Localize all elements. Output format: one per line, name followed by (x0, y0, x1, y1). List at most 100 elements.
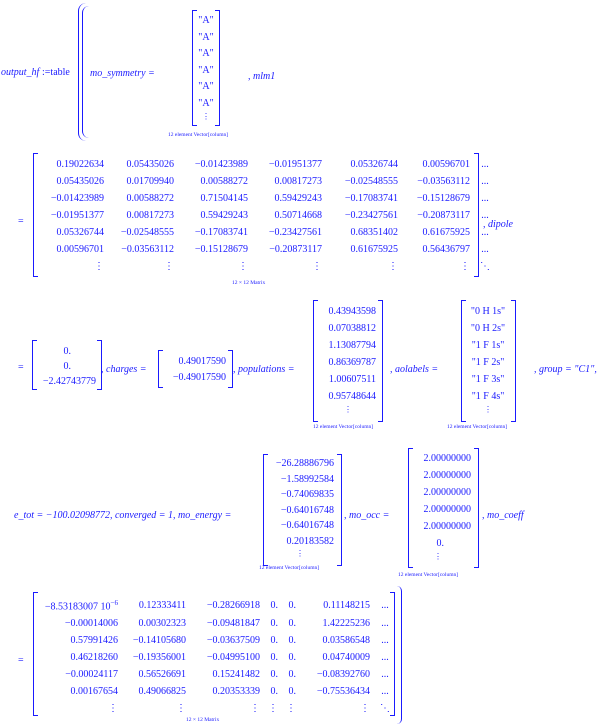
matrix-cell: −0.03563112 (417, 176, 470, 187)
matrix-cell: ⋮ (250, 703, 260, 715)
after-symmetry: , mlm1 (248, 71, 276, 82)
matrix-cell: 0. (288, 635, 297, 647)
matrix-cell: 0.59429243 (200, 210, 249, 221)
matrix-cell: ⋱ (480, 261, 490, 272)
aolabels-entries: "0 H 1s" "0 H 2s" "1 F 1s" "1 F 2s" "1 F… (465, 303, 511, 415)
populations-caption: 12 element Vector[column] (313, 424, 374, 430)
matrix-cell: −0.02548555 (344, 176, 398, 187)
matrix-cell: ... (381, 635, 389, 647)
matrix2-caption: 12 × 12 Matrix (186, 717, 220, 723)
matrix-cell: 0.00588272 (126, 193, 175, 204)
dipole-entry: 0. (63, 346, 72, 357)
matrix-cell: 0. (270, 652, 279, 664)
matrix-cell: −0.20873117 (417, 210, 470, 221)
matrix-cell: ⋱ (380, 703, 390, 715)
line4-after: , mo_coeff (482, 510, 524, 521)
assign-table: :=table (42, 67, 70, 78)
charges-bracket-left (158, 350, 163, 388)
matrix-cell: 0. (270, 599, 279, 611)
matrix-cell: 0. (288, 686, 297, 698)
mo-occ-caption: 12 element Vector[column] (398, 572, 459, 578)
symmetry-entry: "A" (198, 31, 214, 43)
matrix-row: 0.00596701−0.03563112−0.15128679−0.20873… (36, 241, 496, 258)
matrix-cell: −0.15128679 (416, 193, 470, 204)
matrix-cell: 0.00167654 (70, 686, 119, 698)
matrix-row: 0.05326744−0.02548555−0.17083741−0.23427… (36, 224, 496, 241)
matrix-cell: ... (381, 618, 389, 630)
matrix-cell: 0.00817273 (274, 176, 323, 187)
symmetry-entry: "A" (198, 15, 214, 26)
mo-energy-entry: −26.28886796 (275, 458, 334, 469)
mo-occ-entries: 2.00000000 2.00000000 2.00000000 2.00000… (411, 450, 472, 562)
matrix-cell: ... (481, 227, 489, 238)
symmetry-entry: ⋮ (202, 112, 210, 121)
mo-occ-label: , mo_occ = (344, 510, 390, 521)
matrix-row: ⋮⋮⋮⋮⋮⋮⋱ (36, 258, 496, 275)
matrix2-bracket-right (390, 592, 395, 716)
population-entry: 0.43943598 (328, 306, 377, 317)
aolabels-label: , aolabels = (390, 364, 439, 375)
outer-paren-left (78, 3, 87, 141)
mo-occ-bracket-right (474, 448, 479, 568)
outer-paren-left-2 (82, 6, 89, 138)
dipole-bracket-left (32, 340, 37, 390)
matrix-cell: −0.00024117 (65, 669, 118, 681)
matrix-cell: 0.57991426 (70, 635, 119, 647)
matrix-cell: 0.03586548 (322, 635, 371, 647)
populations-label: , populations = (233, 364, 295, 375)
matrix-cell: 0.20353339 (212, 686, 261, 698)
matrix-cell: ... (381, 669, 389, 681)
matrix-cell: 0.00588272 (200, 176, 249, 187)
population-entry: 0.86369787 (328, 357, 377, 368)
matrix-cell: 0.61675925 (422, 227, 471, 238)
symmetry-entry: "A" (198, 48, 214, 59)
matrix-cell: −0.03637509 (206, 635, 260, 647)
aolabel-entry: "1 F 4s" (471, 391, 505, 402)
symmetry-entry: "A" (198, 97, 214, 109)
aolabel-entry: "1 F 3s" (471, 374, 505, 385)
population-entry: 1.00607511 (328, 374, 376, 385)
matrix-cell: ⋮ (286, 703, 296, 715)
aolabel-entry: "1 F 2s" (471, 357, 505, 368)
matrix-cell: 0.12333411 (138, 599, 186, 611)
matrix-cell: ⋮ (388, 261, 398, 272)
matrix-cell: −0.23427561 (268, 227, 322, 238)
matrix-cell: 0.56436797 (422, 244, 471, 255)
matrix-cell: ... (481, 210, 489, 221)
matrix-cell: −0.15128679 (194, 244, 248, 255)
matrix-cell: −0.03563112 (121, 244, 174, 255)
matrix-cell: 0.50714668 (274, 210, 323, 221)
populations-bracket-right (378, 300, 383, 422)
matrix-cell: 0.68351402 (350, 227, 399, 238)
matrix-cell: −0.14105680 (132, 635, 186, 647)
charges-entries: 0.49017590 −0.49017590 (162, 354, 226, 386)
matrix1-caption: 12 × 12 Matrix (232, 280, 266, 286)
aolabels-bracket-right (511, 300, 516, 422)
matrix-cell: −0.01951377 (268, 159, 322, 170)
matrix-cell: −0.17083741 (194, 227, 248, 238)
mo-occ-entry: 2.00000000 (423, 521, 472, 532)
matrix-cell: ⋮ (312, 261, 322, 272)
population-entry: 0.07038812 (328, 323, 377, 334)
matrix-cell: 0. (288, 669, 297, 681)
matrix-cell: 0.00817273 (126, 210, 175, 221)
matrix-cell: 0.05435026 (126, 159, 175, 170)
matrix-cell: ⋮ (360, 703, 370, 715)
charges-bracket-right (228, 350, 233, 388)
symmetry-entry: "A" (198, 81, 214, 92)
matrix-cell: −0.17083741 (344, 193, 398, 204)
symmetry-bracket-left (192, 10, 197, 126)
matrix-cell: ⋮ (268, 703, 278, 715)
matrix1-bracket-right (474, 153, 479, 277)
matrix-cell: 0.04740009 (322, 652, 371, 664)
mo-occ-entry: ⋮ (434, 552, 442, 561)
matrix-cell: 0.46218260 (70, 652, 119, 664)
matrix-cell: 0.71504145 (200, 193, 249, 204)
dipole-entry: 0. (63, 361, 72, 372)
matrix2-eq: = (18, 655, 24, 666)
matrix-cell: 0. (270, 669, 279, 681)
